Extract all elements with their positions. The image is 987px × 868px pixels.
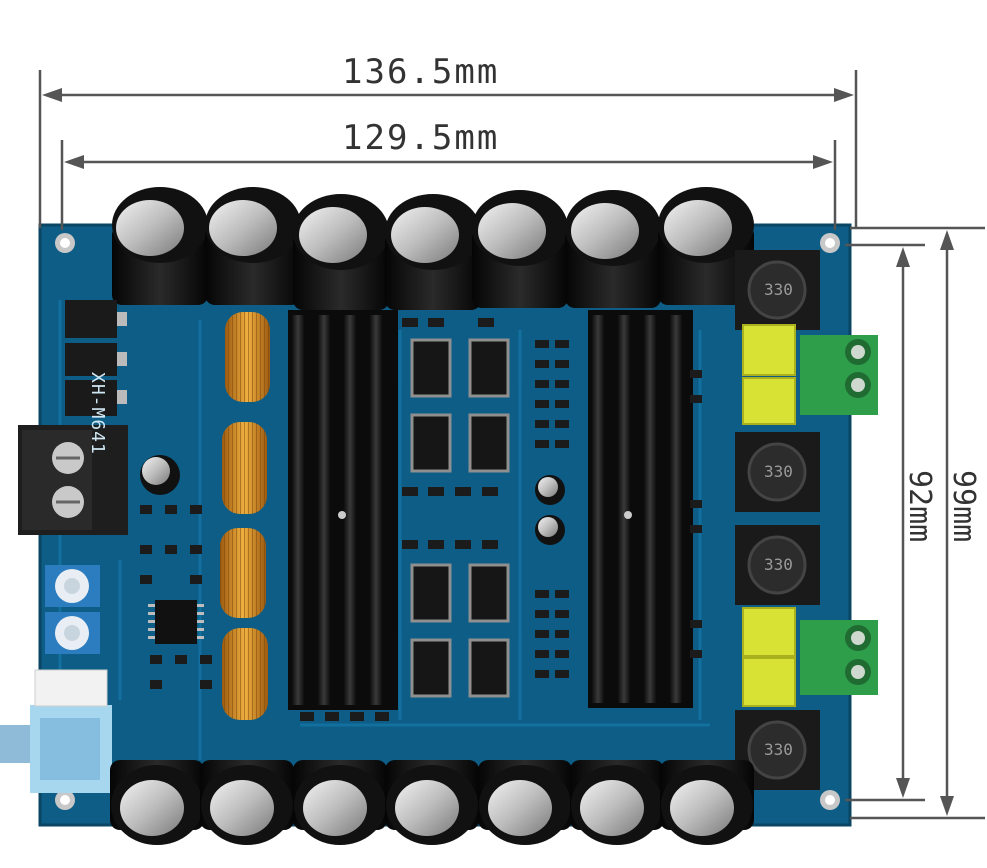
dimension-lines (38, 70, 985, 820)
audio-jack (0, 669, 112, 793)
speaker-terminals (800, 335, 878, 695)
width-outer-label: 136.5mm (342, 52, 500, 92)
left-regulators (65, 300, 127, 416)
pcb-board (40, 225, 850, 825)
power-terminal-block (18, 425, 128, 535)
toroid-coils (220, 312, 270, 720)
smd-resistors (140, 318, 702, 721)
mounting-holes (55, 233, 840, 810)
bottom-capacitors (110, 760, 754, 845)
inductor-label-4: 330 (764, 740, 793, 759)
small-capacitors (140, 455, 565, 545)
trim-potentiometers (45, 565, 100, 654)
inductor-label-1: 330 (764, 280, 793, 299)
center-smd-parts (410, 338, 510, 698)
width-inner-label: 129.5mm (342, 118, 500, 158)
board-model-label: XH-M641 (87, 372, 108, 455)
yellow-film-capacitors (742, 324, 796, 707)
right-heatsink (588, 310, 693, 708)
ic-chip (148, 600, 204, 644)
left-heatsink (288, 310, 398, 710)
top-capacitors (112, 187, 754, 310)
height-outer-label: 99mm (946, 470, 981, 543)
inductor-label-3: 330 (764, 555, 793, 574)
height-inner-label: 92mm (902, 470, 937, 543)
inductor-label-2: 330 (764, 462, 793, 481)
